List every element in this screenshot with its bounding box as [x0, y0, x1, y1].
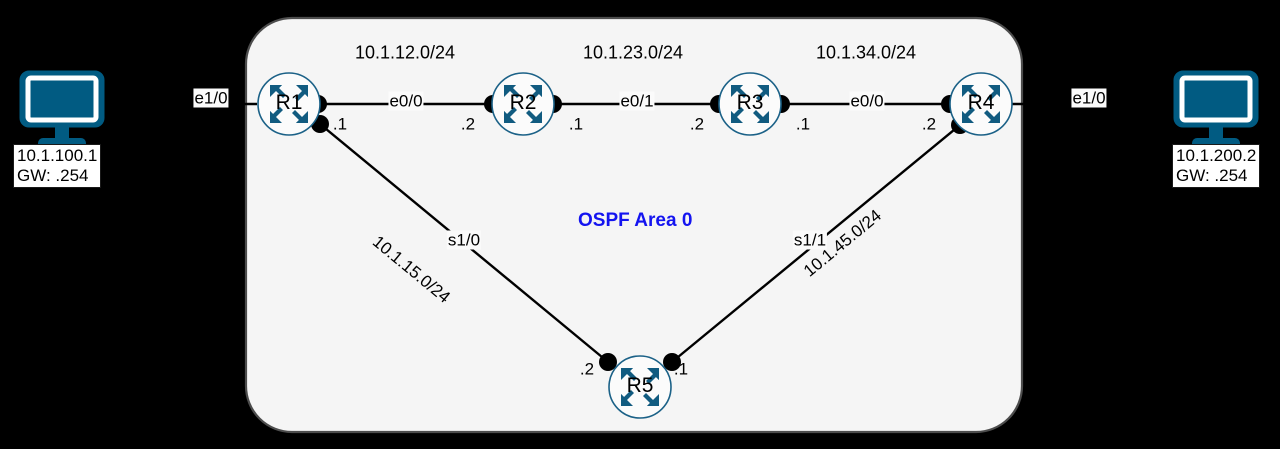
interface-label-r3-e0-0: e0/0: [849, 91, 885, 111]
ospf-area-label: OSPF Area 0: [578, 210, 693, 231]
pc-right-icon[interactable]: [1174, 71, 1258, 149]
interface-label-r2-e0-1: e0/1: [619, 91, 655, 111]
network-label-r2-r3: 10.1.23.0/24: [582, 42, 684, 63]
router-label-r2: R2: [509, 91, 537, 114]
dot-r5-left: [599, 353, 617, 371]
interface-label-r4-s1-1: s1/1: [792, 230, 828, 250]
octet-label-r5-left: .2: [579, 359, 595, 379]
dot-r5-right: [663, 353, 681, 371]
network-label-r1-r2: 10.1.12.0/24: [354, 42, 456, 63]
host-ip-pc-left: 10.1.100.1: [17, 146, 98, 165]
host-gw-pc-left: GW: .254: [17, 166, 89, 185]
octet-label-r2-right: .1: [568, 114, 584, 134]
interface-label-r1-s1-0: s1/0: [446, 230, 482, 250]
interface-label-r1-e0-0: e0/0: [388, 91, 424, 111]
ospf-area-boundary: [244, 16, 1024, 434]
router-label-r1: R1: [275, 91, 303, 114]
router-label-r4: R4: [967, 91, 995, 114]
host-info-pc-right: 10.1.200.2 GW: .254: [1172, 144, 1261, 188]
host-info-pc-left: 10.1.100.1 GW: .254: [13, 144, 102, 188]
octet-label-r3-left: .2: [689, 114, 705, 134]
pc-left-icon[interactable]: [20, 71, 104, 149]
interface-label-pc2-e1-0: e1/0: [1071, 88, 1107, 108]
octet-label-r3-right: .1: [795, 114, 811, 134]
router-label-r5: R5: [626, 374, 654, 397]
octet-label-r1: .1: [332, 114, 348, 134]
network-label-r3-r4: 10.1.34.0/24: [815, 42, 917, 63]
octet-label-r5-right: .1: [673, 359, 689, 379]
interface-label-pc1-e1-0: e1/0: [193, 88, 229, 108]
router-label-r3: R3: [736, 91, 764, 114]
octet-label-r4: .2: [921, 114, 937, 134]
host-ip-pc-right: 10.1.200.2: [1176, 146, 1257, 165]
host-gw-pc-right: GW: .254: [1176, 166, 1248, 185]
octet-label-r2-left: .2: [460, 114, 476, 134]
